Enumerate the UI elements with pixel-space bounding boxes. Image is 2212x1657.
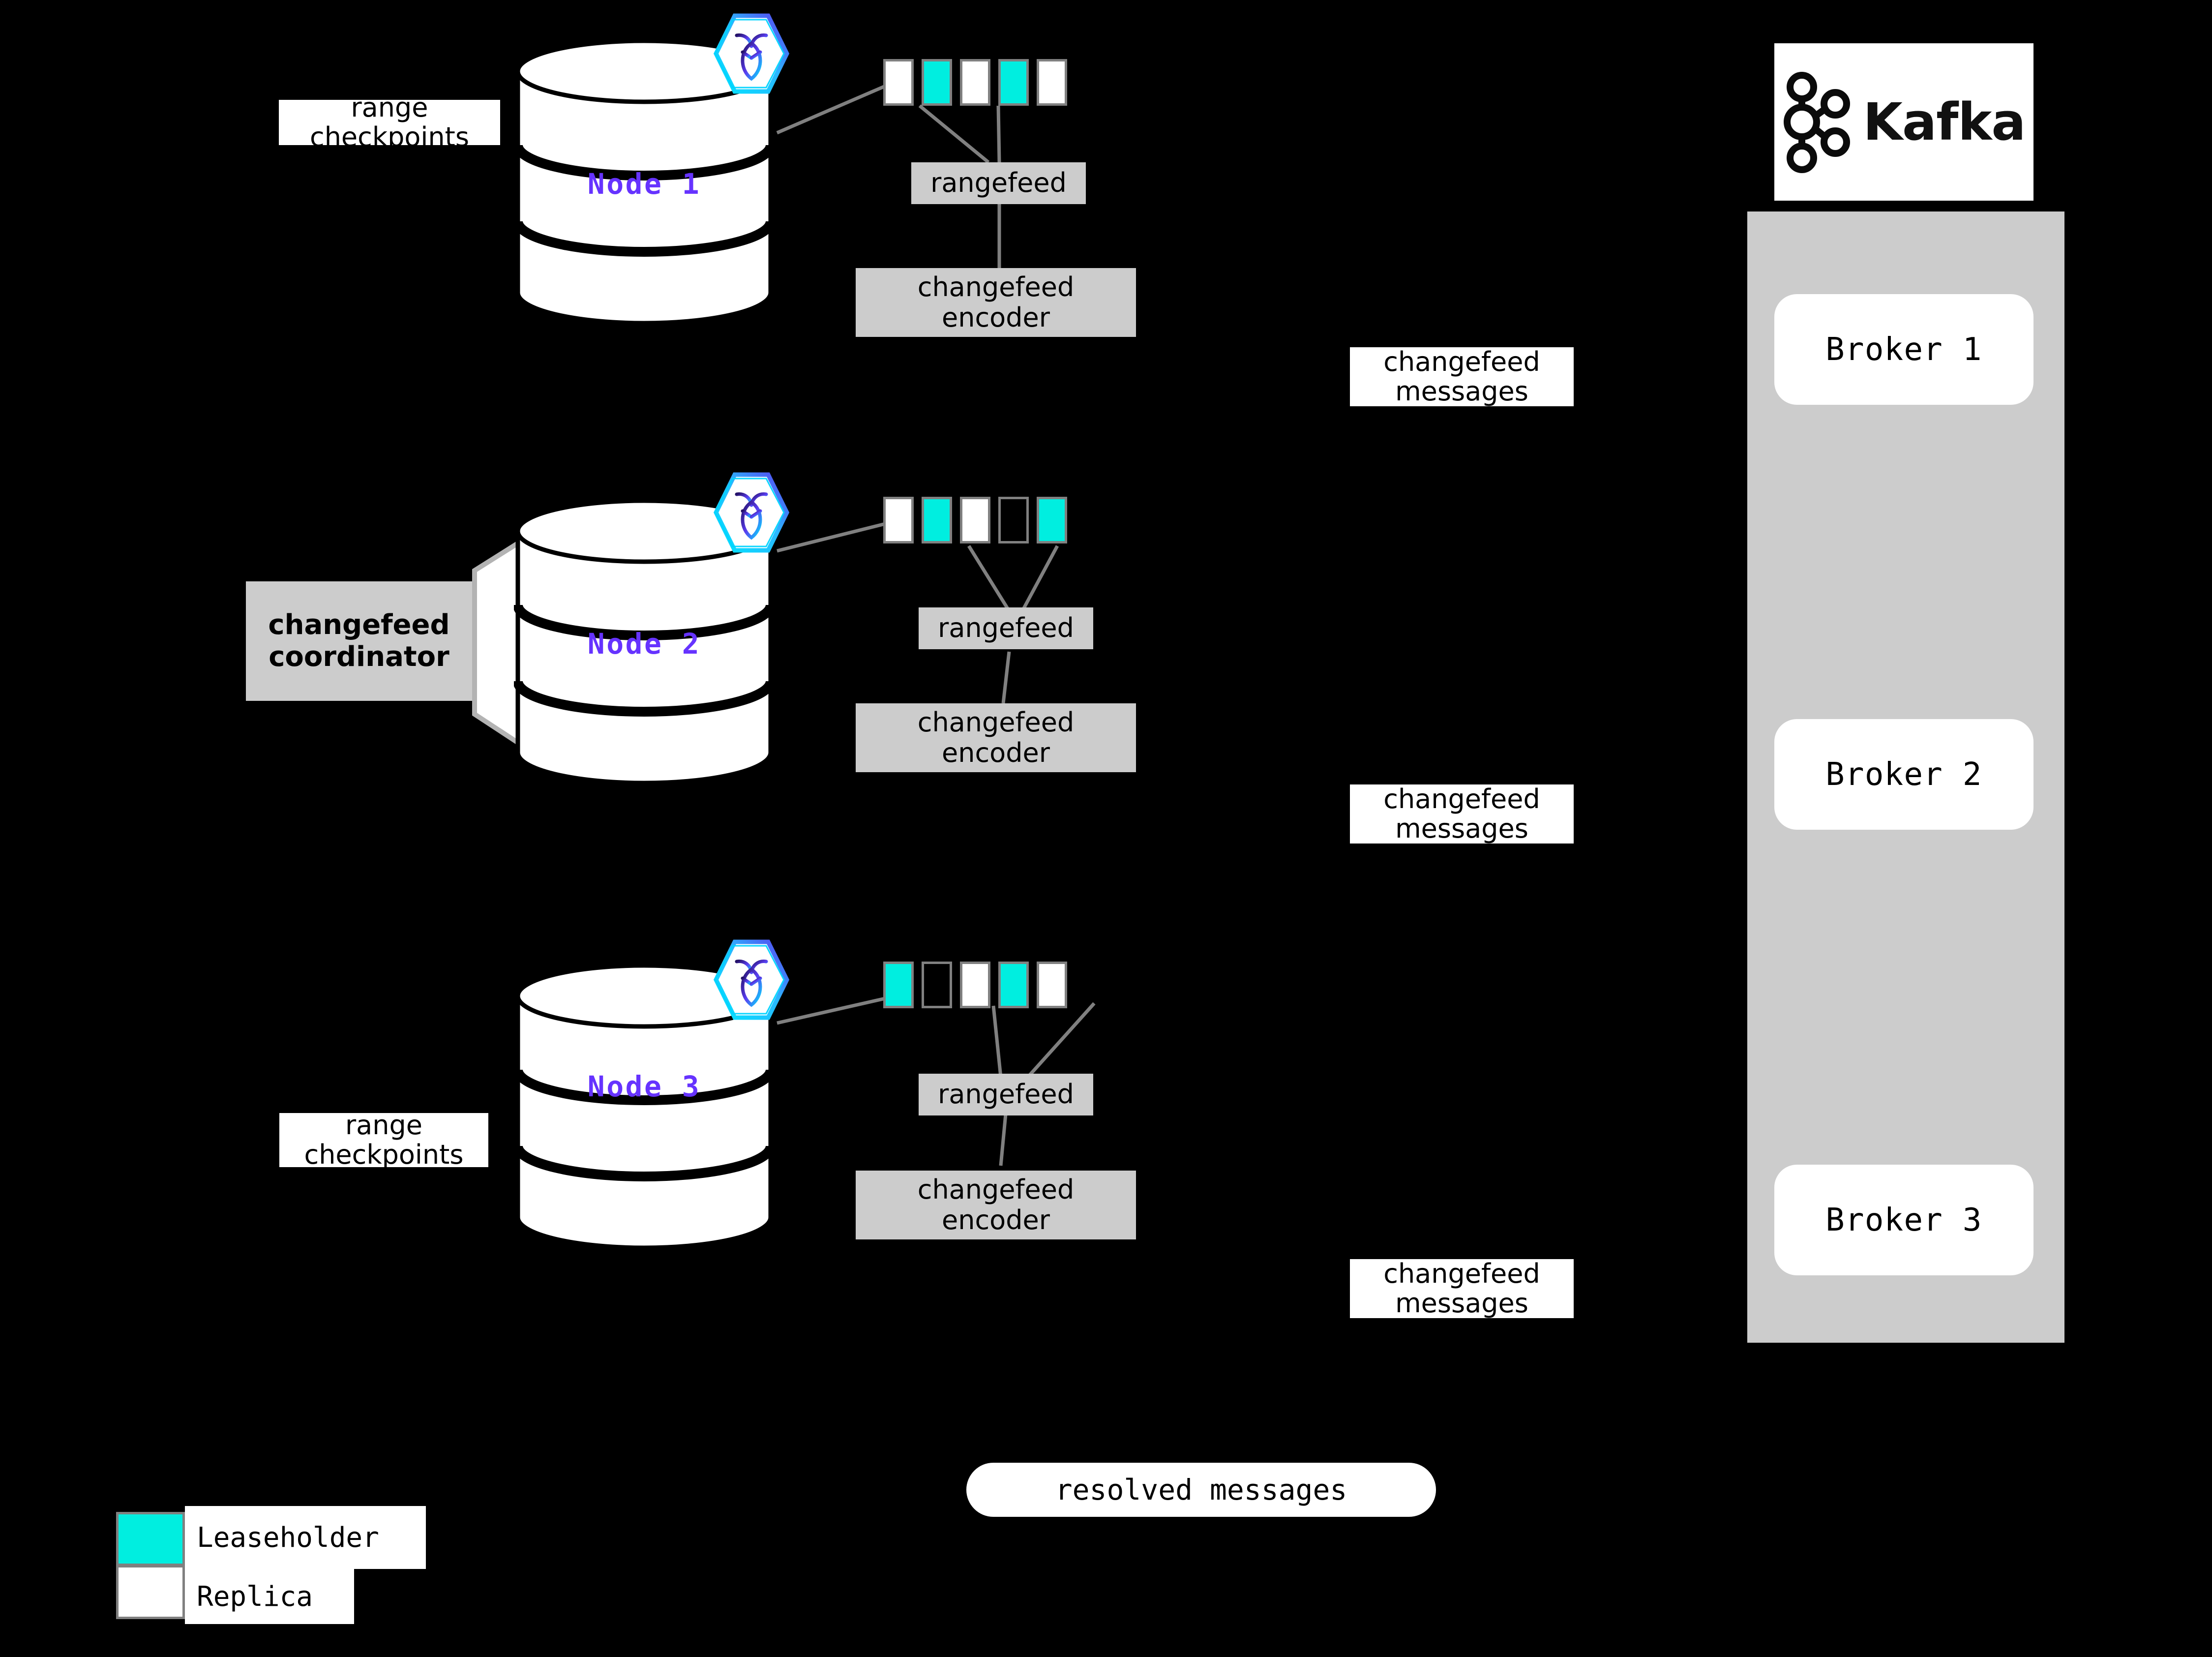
range-cell[interactable] (960, 497, 990, 543)
node3-cylinder: Node 3 (514, 952, 775, 1249)
cockroachdb-hexagon-icon (712, 470, 791, 556)
changefeed-messages-label-3: changefeed messages (1350, 1259, 1574, 1318)
kafka-logo-box: Kafka (1774, 43, 2033, 201)
edge-label-line1: changefeed (1383, 784, 1540, 814)
legend-label-leaseholder: Leaseholder (185, 1506, 426, 1569)
range-cell[interactable] (922, 497, 952, 543)
changefeed-coordinator-box[interactable]: changefeed coordinator (246, 581, 472, 701)
edge-label-line2: messages (1395, 1288, 1528, 1318)
range-cell[interactable] (998, 497, 1029, 543)
kafka-broker-1[interactable]: Broker 1 (1774, 294, 2033, 405)
range-checkpoints-line1: range (351, 100, 428, 123)
legend-swatch-leaseholder (116, 1512, 185, 1566)
node1-rangefeed-box[interactable]: rangefeed (911, 162, 1086, 204)
encoder-line1: changefeed (917, 271, 1075, 302)
range-cell[interactable] (998, 59, 1029, 106)
range-checkpoints-line2: checkpoints (310, 121, 469, 145)
edge-label-line2: messages (1395, 376, 1528, 406)
range-checkpoints-line1: range (345, 1113, 422, 1141)
coordinator-line1: changefeed (268, 609, 450, 641)
coordinator-line2: coordinator (269, 640, 449, 673)
node3-rangefeed-box[interactable]: rangefeed (919, 1074, 1093, 1115)
encoder-line2: encoder (942, 1205, 1050, 1235)
resolved-messages-pill[interactable]: resolved messages (966, 1463, 1436, 1517)
kafka-broker-2[interactable]: Broker 2 (1774, 719, 2033, 830)
range-cell[interactable] (998, 962, 1029, 1008)
range-cell[interactable] (1037, 59, 1067, 106)
range-cell[interactable] (883, 962, 914, 1008)
encoder-line2: encoder (942, 737, 1050, 768)
node3-range-checkpoints-label: range checkpoints (279, 1113, 488, 1167)
node1-range-checkpoints-label: range checkpoints (279, 100, 500, 145)
changefeed-messages-label-2: changefeed messages (1350, 784, 1574, 844)
legend-label-replica: Replica (185, 1569, 354, 1624)
range-cell[interactable] (883, 497, 914, 543)
kafka-brand-text: Kafka (1863, 92, 2026, 152)
node2-changefeed-encoder-box[interactable]: changefeed encoder (856, 703, 1136, 772)
range-cell[interactable] (922, 59, 952, 106)
range-cell[interactable] (1037, 962, 1067, 1008)
node1-changefeed-encoder-box[interactable]: changefeed encoder (856, 268, 1136, 337)
encoder-line1: changefeed (917, 1174, 1075, 1205)
cockroachdb-hexagon-icon (712, 937, 791, 1023)
node3-changefeed-encoder-box[interactable]: changefeed encoder (856, 1171, 1136, 1239)
node3-range-row (883, 962, 1075, 1008)
range-checkpoints-line2: checkpoints (304, 1139, 464, 1167)
edge-label-line1: changefeed (1383, 1259, 1540, 1289)
range-cell[interactable] (1037, 497, 1067, 543)
kafka-logo-icon (1784, 72, 1851, 173)
range-cell[interactable] (960, 59, 990, 106)
node2-rangefeed-box[interactable]: rangefeed (919, 607, 1093, 649)
legend-swatch-replica (116, 1565, 185, 1619)
node2-range-row (883, 497, 1075, 543)
node1-range-row (883, 59, 1075, 106)
cockroachdb-hexagon-icon (712, 11, 791, 97)
changefeed-messages-label-1: changefeed messages (1350, 347, 1574, 406)
kafka-broker-3[interactable]: Broker 3 (1774, 1165, 2033, 1275)
edge-label-line1: changefeed (1383, 347, 1540, 377)
range-cell[interactable] (960, 962, 990, 1008)
legend: Leaseholder Replica (116, 1506, 450, 1624)
encoder-line1: changefeed (917, 706, 1075, 738)
edge-label-line2: messages (1395, 813, 1528, 844)
encoder-line2: encoder (942, 302, 1050, 333)
range-cell[interactable] (922, 962, 952, 1008)
range-cell[interactable] (883, 59, 914, 106)
